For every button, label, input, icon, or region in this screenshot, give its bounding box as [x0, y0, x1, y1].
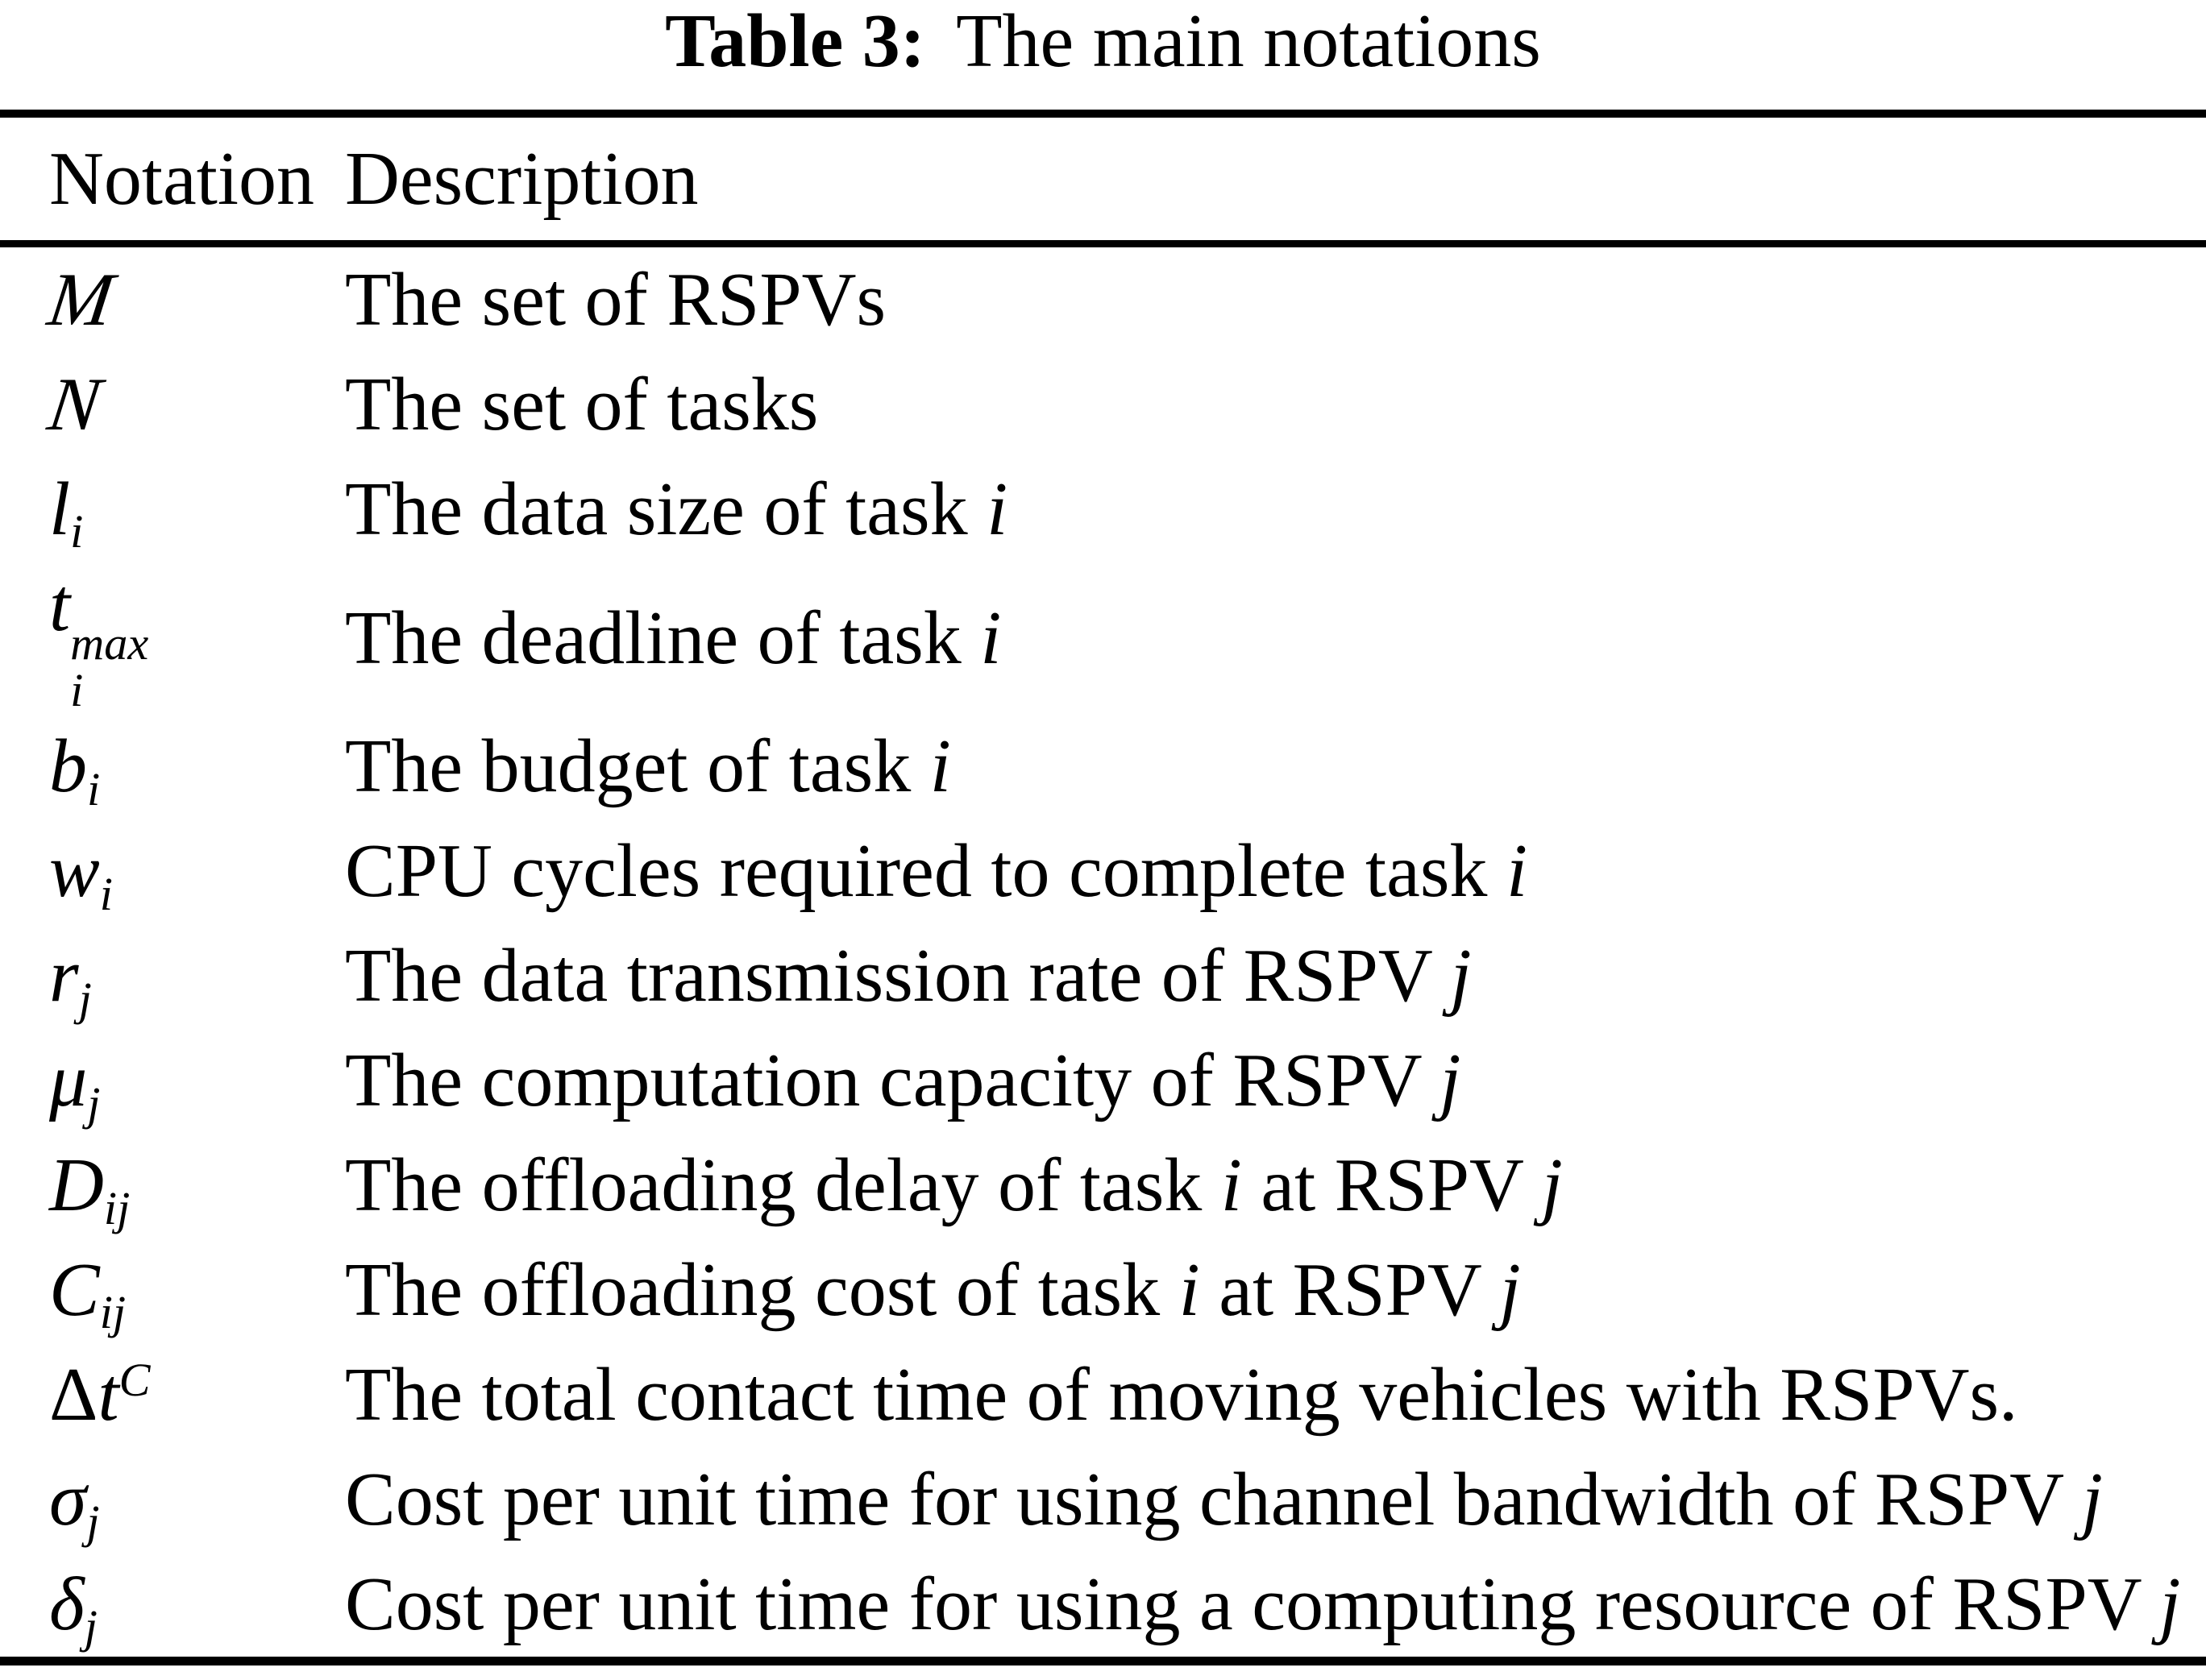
notation-cell: μj — [49, 1037, 345, 1126]
math-variable: i — [980, 595, 1002, 680]
math-symbol: N — [43, 362, 106, 446]
description-cell: The offloading delay of task i at RSPV j — [345, 1143, 1563, 1228]
description-cell: The set of RSPVs — [345, 257, 887, 342]
table-bottom-rule — [0, 1657, 2206, 1665]
notation-cell: N — [44, 361, 345, 448]
math-symbol: t — [49, 562, 71, 647]
math-symbol: r — [49, 934, 79, 1018]
notation-cell: ΔtC — [49, 1351, 345, 1438]
math-variable: j — [2081, 1458, 2104, 1542]
math-subscript: ij — [99, 1286, 127, 1339]
column-header-notation: Notation — [49, 137, 314, 221]
description-cell: The data size of task i — [345, 467, 1008, 551]
math-symbol: μ — [49, 1039, 88, 1123]
description-cell: The offloading cost of task i at RSPV j — [345, 1248, 1521, 1333]
description-cell: Cost per unit time for using channel ban… — [345, 1458, 2104, 1542]
notation-cell: li — [49, 466, 345, 555]
notation-cell: wi — [49, 828, 345, 917]
math-symbol: C — [49, 1248, 100, 1333]
math-symbol: D — [49, 1143, 104, 1228]
math-variable: i — [929, 724, 951, 809]
math-variable: j — [1541, 1143, 1563, 1228]
math-subscript: j — [78, 972, 92, 1025]
table-header-rule — [0, 240, 2206, 247]
description-cell: The data transmission rate of RSPV j — [345, 934, 1472, 1018]
notation-cell: M — [44, 256, 345, 343]
notation-cell: rj — [49, 932, 345, 1022]
math-variable: i — [1220, 1143, 1242, 1228]
math-variable: j — [1450, 934, 1472, 1018]
math-subscript: j — [86, 1495, 100, 1549]
description-cell: Cost per unit time for using a computing… — [345, 1562, 2181, 1646]
notation-cell: bi — [49, 723, 345, 812]
math-symbol: w — [49, 829, 100, 914]
description-cell: The budget of task i — [345, 724, 951, 809]
column-header-description: Description — [345, 137, 699, 221]
math-subscript: i — [70, 505, 84, 558]
math-variable: j — [1440, 1039, 1461, 1123]
table-caption-label: Table 3: — [665, 0, 926, 83]
math-symbol: σ — [49, 1458, 87, 1542]
table-row: M The set of RSPVs — [0, 247, 2206, 352]
description-cell: The set of tasks — [345, 362, 819, 446]
math-subscript: ij — [103, 1181, 131, 1234]
math-variable: i — [1178, 1248, 1200, 1333]
math-subscript: i — [70, 664, 84, 717]
math-symbol: M — [43, 257, 118, 342]
math-subscript: j — [84, 1600, 98, 1653]
math-variable: j — [2159, 1562, 2181, 1646]
math-prefix: Δ — [49, 1353, 98, 1437]
notation-cell: Cij — [49, 1247, 345, 1336]
math-symbol: b — [49, 724, 87, 809]
notation-cell: Dij — [49, 1142, 345, 1231]
math-variable: j — [1499, 1248, 1521, 1333]
math-symbol: t — [98, 1353, 119, 1437]
math-symbol: δ — [49, 1562, 85, 1646]
math-symbol: l — [49, 467, 71, 551]
table-top-rule — [0, 110, 2206, 118]
table-row: N The set of tasks — [0, 352, 2206, 457]
notation-cell: σj — [49, 1456, 345, 1545]
description-cell: The deadline of task i — [345, 595, 1002, 680]
math-superscript: C — [118, 1353, 151, 1406]
math-variable: i — [987, 467, 1008, 551]
description-cell: The computation capacity of RSPV j — [345, 1039, 1461, 1123]
description-cell: The total contact time of moving vehicle… — [345, 1353, 2018, 1437]
math-variable: i — [1506, 829, 1528, 914]
description-cell: CPU cycles required to complete task i — [345, 829, 1528, 914]
math-subscript: i — [87, 762, 101, 815]
table-caption: Table 3: The main notations — [0, 2, 2206, 81]
notation-cell: δj — [49, 1561, 345, 1650]
math-superscript: max — [70, 616, 149, 670]
math-subscript: i — [99, 867, 113, 920]
table-header-row: Notation Description — [0, 118, 2206, 240]
table-caption-text: The main notations — [956, 0, 1541, 83]
math-subscript: j — [87, 1076, 101, 1130]
